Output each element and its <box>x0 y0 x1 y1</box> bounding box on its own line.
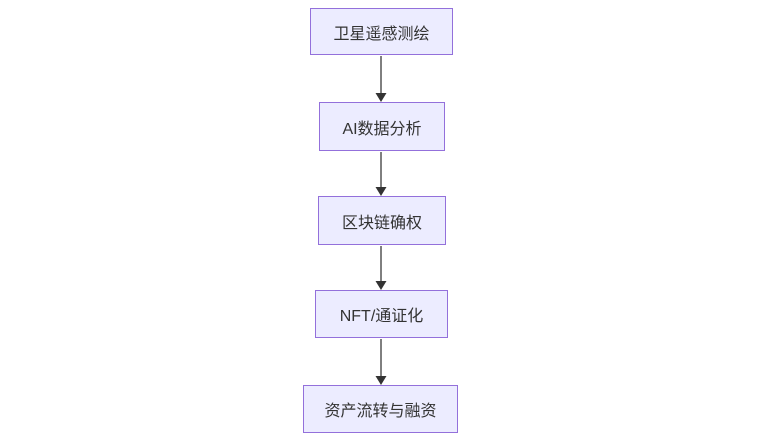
flow-node-blockchain-rights: 区块链确权 <box>318 196 446 245</box>
arrowhead-icon <box>375 187 387 196</box>
arrowhead-icon <box>375 93 387 102</box>
flow-node-label: 区块链确权 <box>341 214 422 232</box>
edge-blockchain-to-nft <box>375 246 387 290</box>
arrowhead-icon <box>375 376 387 385</box>
flow-node-nft-tokenization: NFT/通证化 <box>315 290 448 338</box>
edge-nft-to-asset <box>375 339 387 385</box>
flow-node-satellite-mapping: 卫星遥感测绘 <box>310 8 453 55</box>
edge-ai-to-blockchain <box>375 152 387 196</box>
edge-satellite-to-ai <box>375 56 387 102</box>
flow-node-label: NFT/通证化 <box>339 308 424 325</box>
flow-node-label: 资产流转与融资 <box>324 403 437 420</box>
flow-node-label: AI数据分析 <box>342 120 422 138</box>
flow-node-label: 卫星遥感测绘 <box>333 25 430 43</box>
flow-node-asset-financing: 资产流转与融资 <box>303 385 458 433</box>
arrowhead-icon <box>375 281 387 290</box>
flow-node-ai-analysis: AI数据分析 <box>319 102 445 151</box>
